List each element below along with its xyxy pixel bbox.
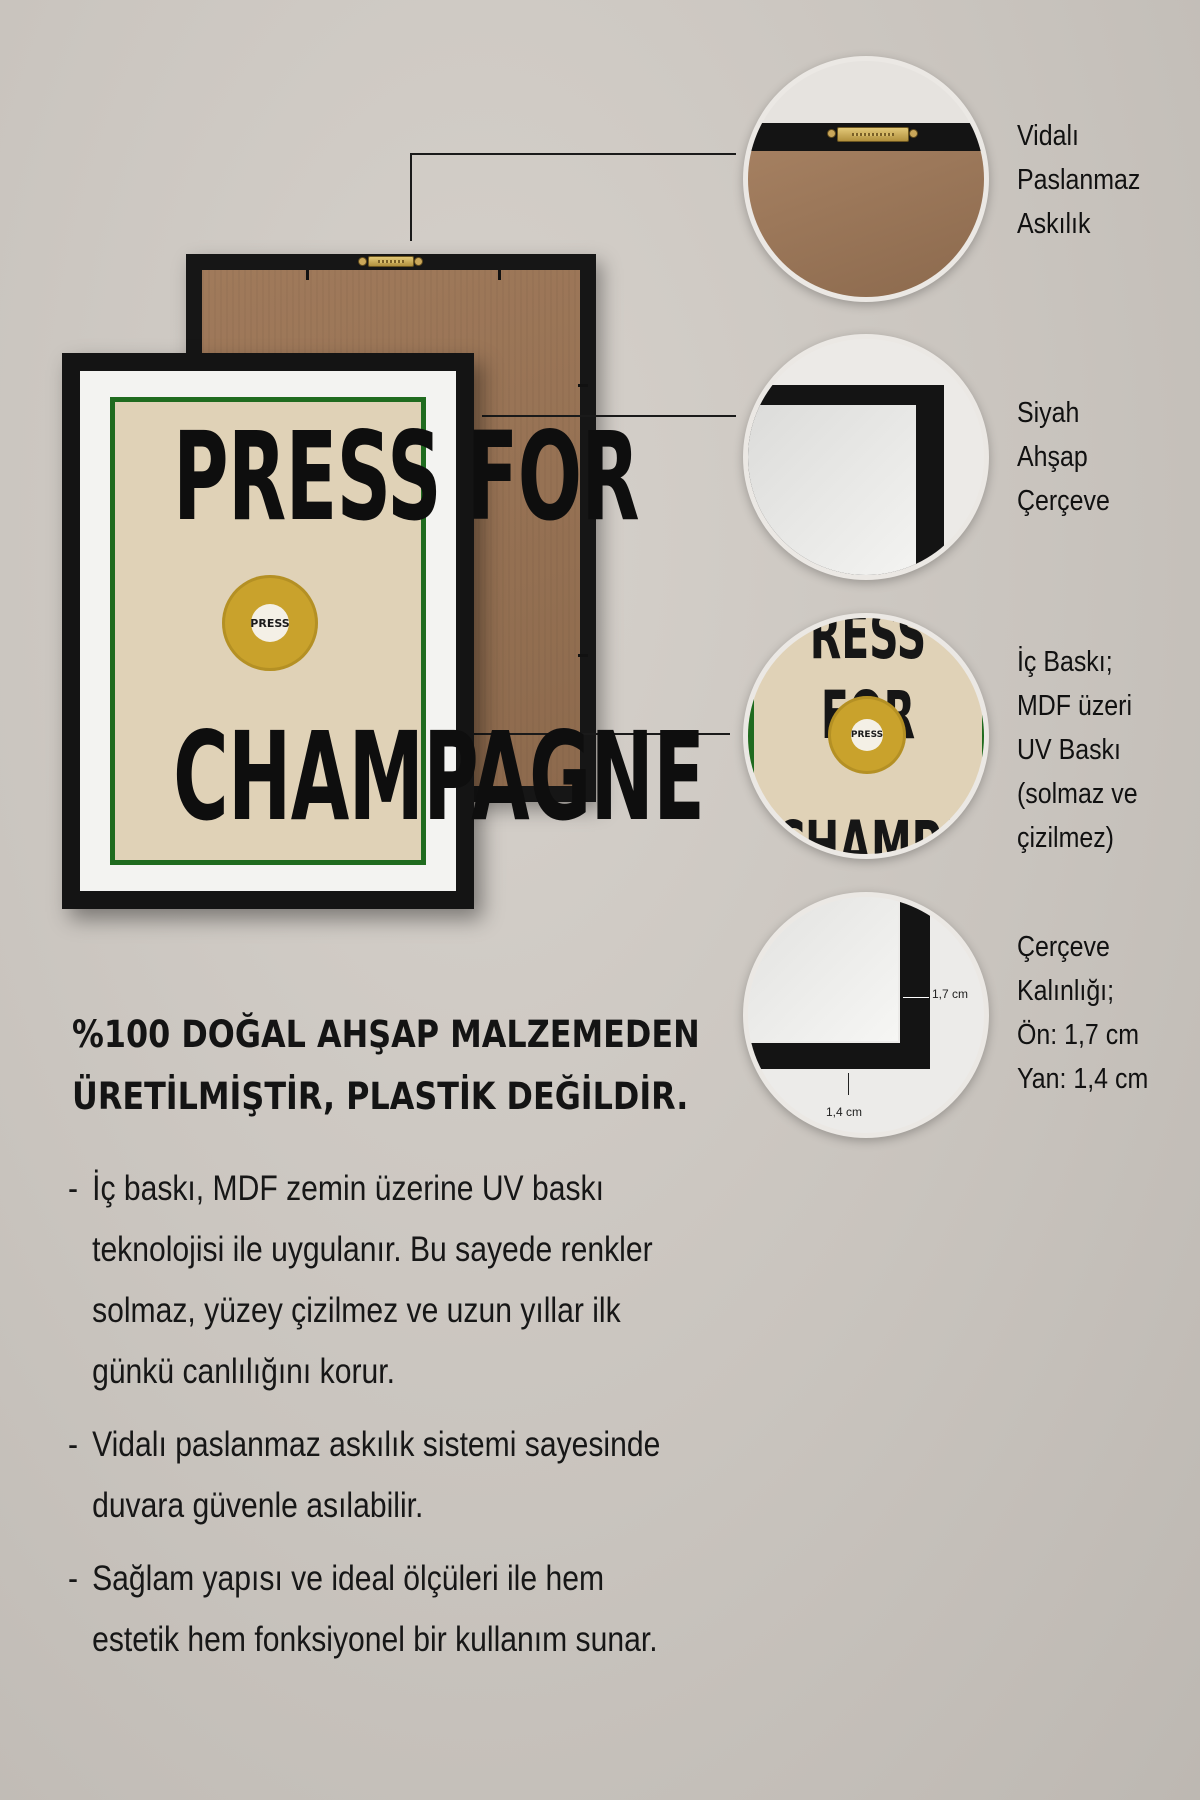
sawtooth-hanger-icon bbox=[368, 256, 414, 267]
bullet-dash: - bbox=[68, 1559, 79, 1598]
screw-icon bbox=[358, 257, 367, 266]
callout-label-hanger: Vidalı Paslanmaz Askılık bbox=[1017, 114, 1163, 246]
dimension-front-label: 1,7 cm bbox=[932, 987, 969, 1001]
zoom-circle-frame bbox=[743, 334, 989, 580]
backing-clip bbox=[578, 654, 588, 657]
dimension-marker-front bbox=[903, 997, 929, 998]
zoom-print-bottom-text: CHAMPAGNE bbox=[775, 807, 984, 859]
zoom-circle-hanger bbox=[743, 56, 989, 302]
dimension-side-label: 1,4 cm bbox=[826, 1105, 863, 1119]
callout-line-print bbox=[402, 733, 730, 735]
frame-bottom-profile bbox=[748, 1043, 930, 1069]
poster-border-zoom bbox=[982, 618, 984, 854]
frame-side-profile bbox=[900, 897, 930, 1069]
callout-text-thickness: Çerçeve Kalınlığı; Ön: 1,7 cm Yan: 1,4 c… bbox=[1017, 931, 1149, 1095]
backing-clip bbox=[498, 270, 501, 280]
mat-zoom bbox=[748, 405, 916, 575]
poster: PRESS FOR PRESS CHAMPAGNE bbox=[110, 397, 705, 865]
poster-border-zoom bbox=[748, 618, 754, 854]
callout-text-print: İç Baskı; MDF üzeri UV Baskı (solmaz ve … bbox=[1017, 646, 1138, 854]
callout-text-frame: Siyah Ahşap Çerçeve bbox=[1017, 397, 1110, 517]
front-frame: PRESS FOR PRESS CHAMPAGNE bbox=[62, 353, 705, 909]
bullet-dash: - bbox=[68, 1425, 79, 1464]
press-button-icon: PRESS bbox=[828, 696, 906, 774]
list-item: - Vidalı paslanmaz askılık sistemi sayes… bbox=[68, 1414, 687, 1536]
poster-title-top: PRESS FOR bbox=[173, 406, 640, 548]
screw-icon bbox=[827, 129, 836, 138]
callout-line-frame bbox=[482, 415, 736, 417]
backing-clip bbox=[578, 384, 588, 387]
mat-zoom bbox=[748, 897, 898, 1041]
callout-label-frame: Siyah Ahşap Çerçeve bbox=[1017, 391, 1163, 523]
press-button-label: PRESS bbox=[250, 604, 290, 642]
bullet-text: İç baskı, MDF zemin üzerine UV baskı tek… bbox=[92, 1169, 653, 1391]
headline-line-2: ÜRETİLMİŞTİR, PLASTİK DEĞİLDİR. bbox=[72, 1075, 689, 1118]
callout-line-hanger bbox=[410, 153, 736, 155]
dimension-marker-side bbox=[848, 1073, 849, 1095]
callout-line-hanger-vertical bbox=[410, 153, 412, 241]
headline-line-1: %100 DOĞAL AHŞAP MALZEMEDEN bbox=[72, 1013, 700, 1056]
callout-label-thickness: Çerçeve Kalınlığı; Ön: 1,7 cm Yan: 1,4 c… bbox=[1017, 925, 1163, 1101]
press-button-label: PRESS bbox=[851, 719, 883, 751]
callout-label-print: İç Baskı; MDF üzeri UV Baskı (solmaz ve … bbox=[1017, 640, 1163, 860]
poster-title-bottom: CHAMPAGNE bbox=[173, 706, 705, 848]
backing-clip bbox=[306, 270, 309, 280]
zoom-circle-print: RESS FOR PRESS CHAMPAGNE bbox=[743, 613, 989, 859]
screw-icon bbox=[909, 129, 918, 138]
bullet-text: Sağlam yapısı ve ideal ölçüleri ile hem … bbox=[92, 1559, 658, 1659]
headline: %100 DOĞAL AHŞAP MALZEMEDEN ÜRETİLMİŞTİR… bbox=[72, 1004, 700, 1128]
list-item: - Sağlam yapısı ve ideal ölçüleri ile he… bbox=[68, 1548, 687, 1670]
feature-list: - İç baskı, MDF zemin üzerine UV baskı t… bbox=[68, 1158, 788, 1682]
press-button-icon: PRESS bbox=[222, 575, 318, 671]
white-mat: PRESS FOR PRESS CHAMPAGNE bbox=[80, 371, 705, 891]
mdf-backing-zoom bbox=[748, 147, 984, 297]
zoom-circle-thickness: 1,7 cm 1,4 cm bbox=[743, 892, 989, 1138]
callout-text-hanger: Vidalı Paslanmaz Askılık bbox=[1017, 120, 1141, 240]
list-item: - İç baskı, MDF zemin üzerine UV baskı t… bbox=[68, 1158, 687, 1402]
bullet-text: Vidalı paslanmaz askılık sistemi sayesin… bbox=[92, 1425, 661, 1525]
sawtooth-hanger-icon bbox=[837, 127, 909, 142]
screw-icon bbox=[414, 257, 423, 266]
bullet-dash: - bbox=[68, 1169, 79, 1208]
